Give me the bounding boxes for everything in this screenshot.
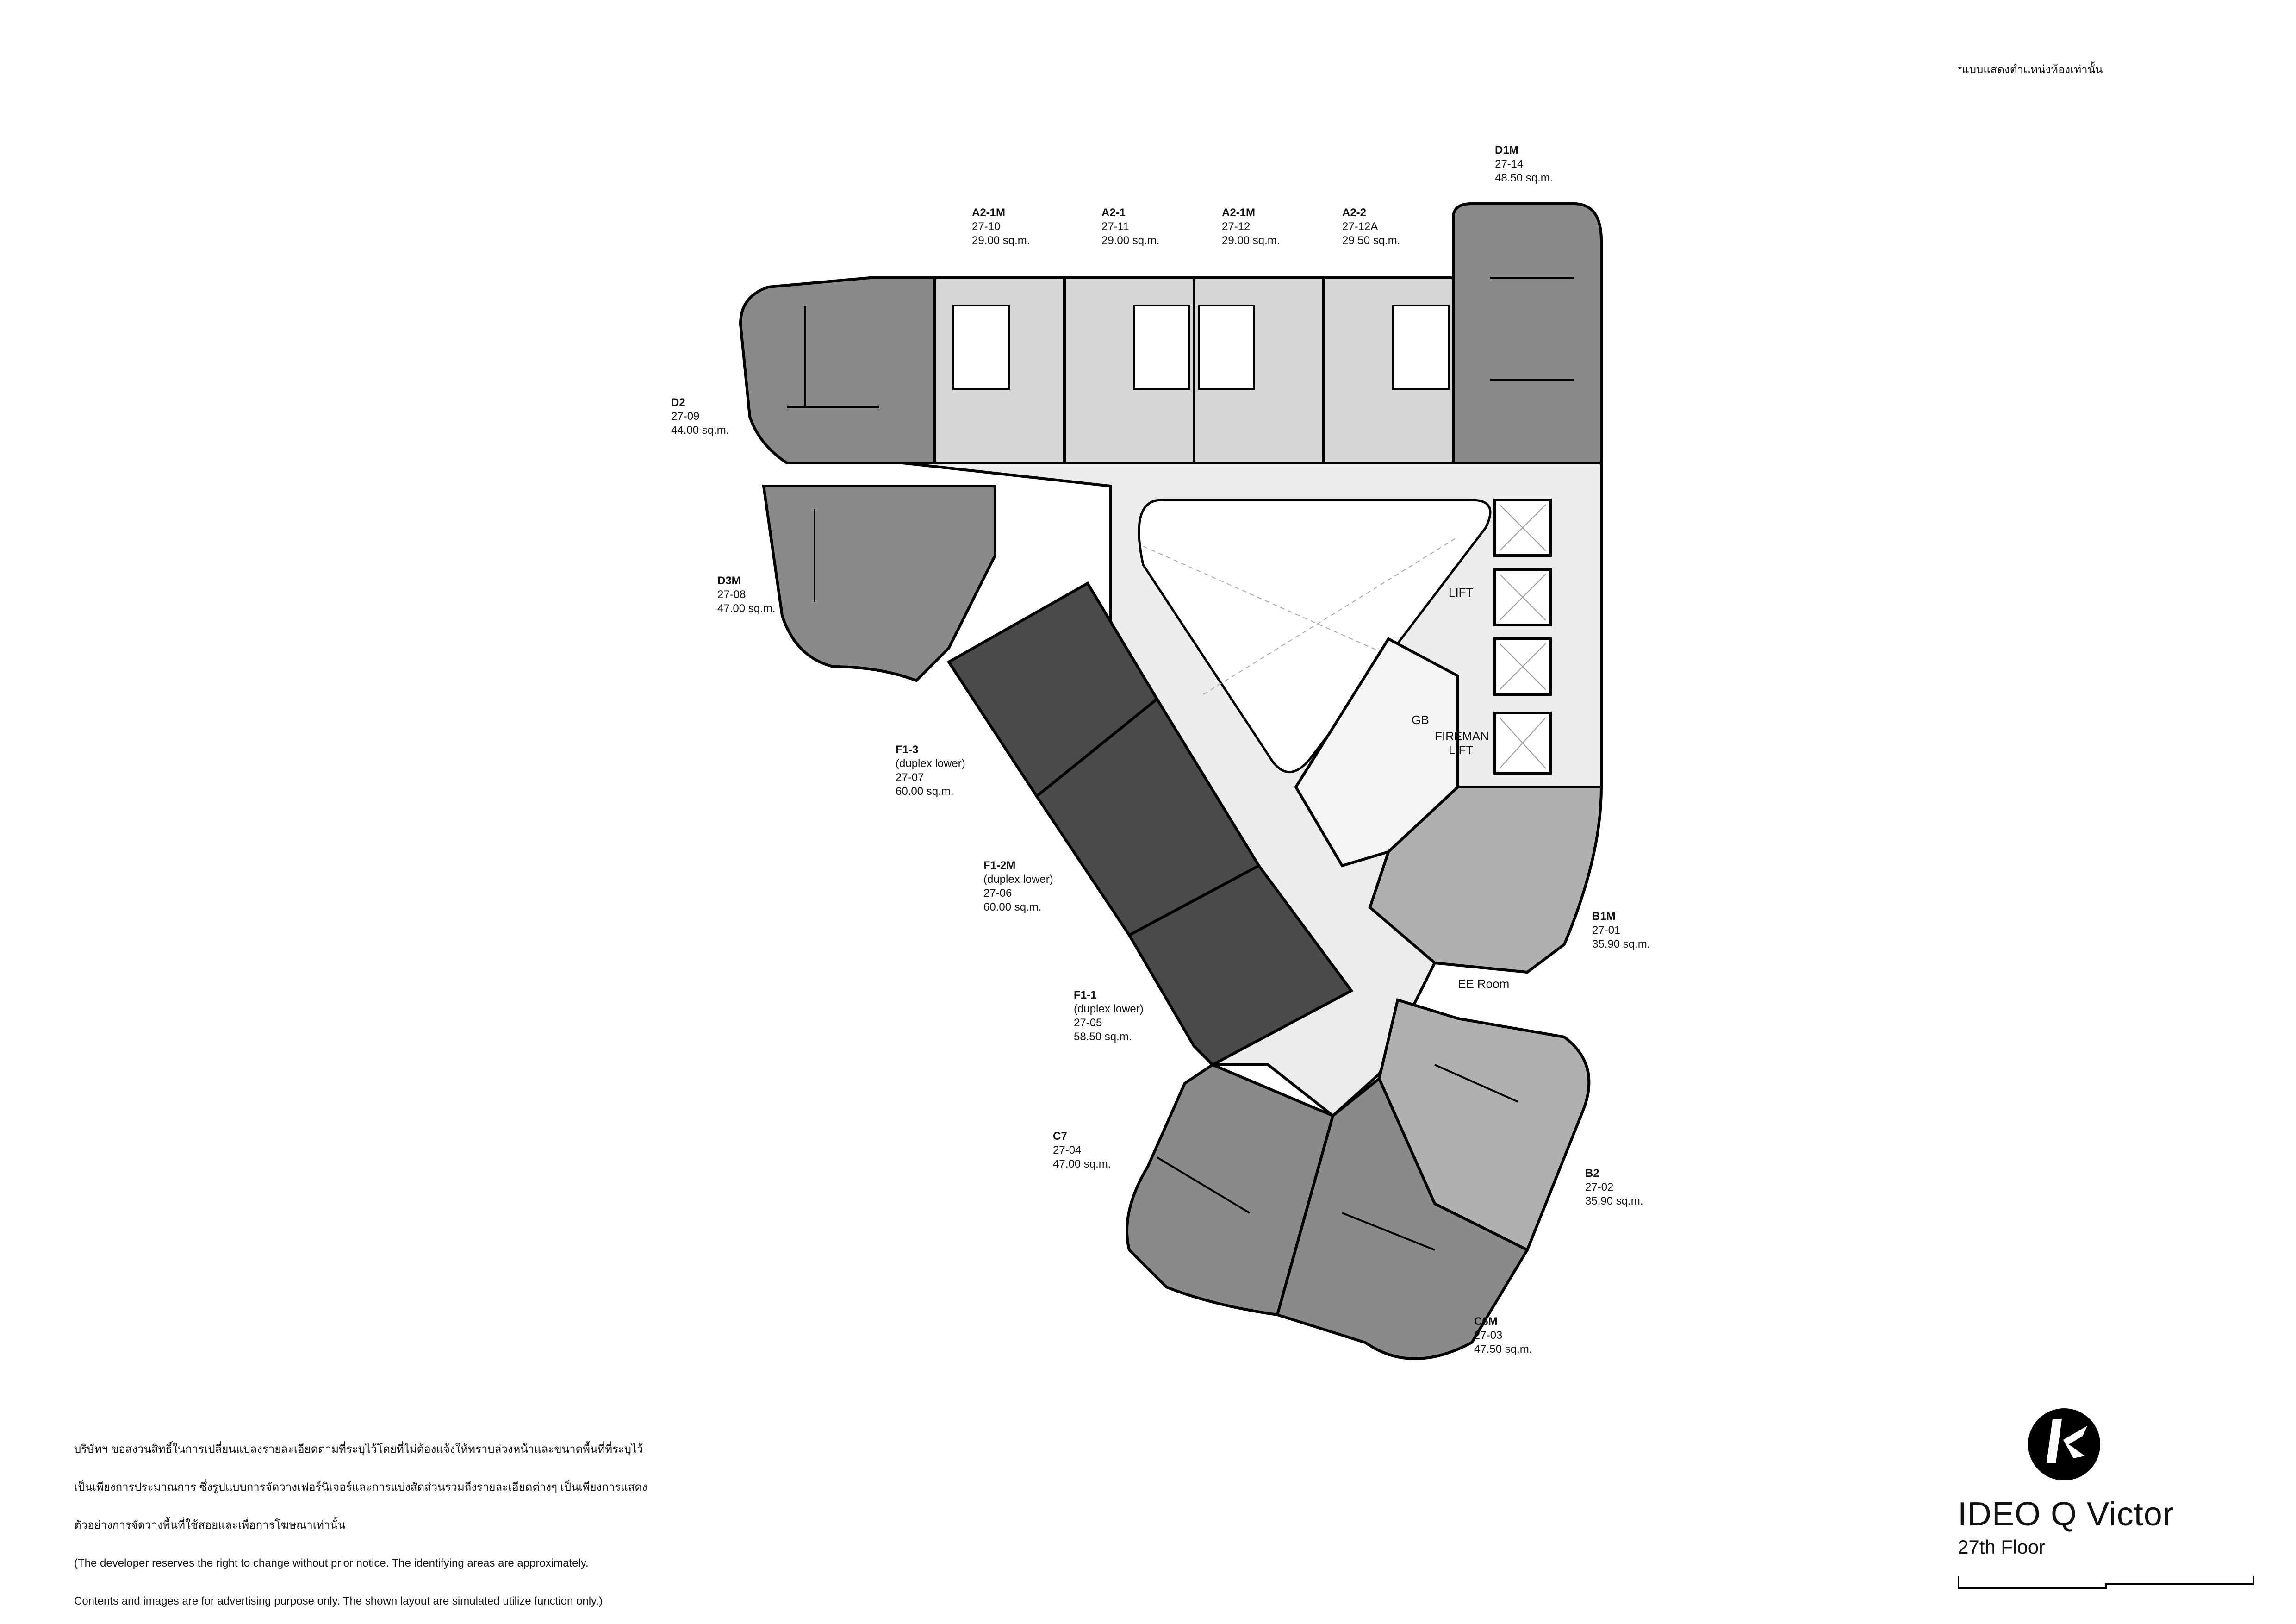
unit-27-02[interactable] (1377, 998, 1591, 1252)
unit-27-05[interactable] (1127, 864, 1354, 1067)
lift-label: LIFT (1449, 586, 1474, 600)
unit-27-03[interactable] (1276, 1076, 1530, 1360)
gb-label: GB (1412, 713, 1429, 727)
fireman-lift-label-line2: LIFT (1449, 743, 1474, 757)
unit-27-14[interactable] (1452, 202, 1603, 464)
location-note: *แบบแสดงตำแหน่งห้องเท่านั้น (1958, 63, 2103, 76)
disclaimer-line: ตัวอย่างการจัดวางพื้นที่ใช้สอยและเพื่อกา… (74, 1519, 346, 1531)
disclaimer: บริษัทฯ ขอสงวนสิทธิ์ในการเปลี่ยนแปลงรายล… (74, 1430, 815, 1620)
brand-block: IDEO Q Victor 27th Floor (1958, 1495, 2174, 1558)
disclaimer-line: (The developer reserves the right to cha… (74, 1557, 589, 1569)
unit-27-01[interactable] (1368, 786, 1603, 974)
unit-27-09[interactable] (739, 276, 936, 464)
disclaimer-line: บริษัทฯ ขอสงวนสิทธิ์ในการเปลี่ยนแปลงรายล… (74, 1443, 643, 1455)
ee-room-label: EE Room (1458, 977, 1510, 991)
room-partitions (787, 277, 1574, 1251)
fireman-lift-label-line1: FIREMAN (1435, 729, 1489, 743)
unit-row-a2 (933, 276, 1455, 464)
lift-core (1493, 499, 1552, 775)
unit-27-04[interactable] (1126, 1063, 1335, 1317)
disclaimer-line: Contents and images are for advertising … (74, 1595, 603, 1607)
floor-label: 27th Floor (1958, 1536, 2046, 1558)
brand-underline (1958, 1576, 2254, 1589)
disclaimer-line: เป็นเพียงการประมาณการ ซึ่งรูปแบบการจัดวา… (74, 1481, 647, 1493)
unit-27-08[interactable] (762, 485, 996, 682)
central-void (1138, 499, 1492, 773)
brand-logo (2028, 1408, 2100, 1480)
project-name: IDEO Q Victor (1958, 1496, 2174, 1533)
